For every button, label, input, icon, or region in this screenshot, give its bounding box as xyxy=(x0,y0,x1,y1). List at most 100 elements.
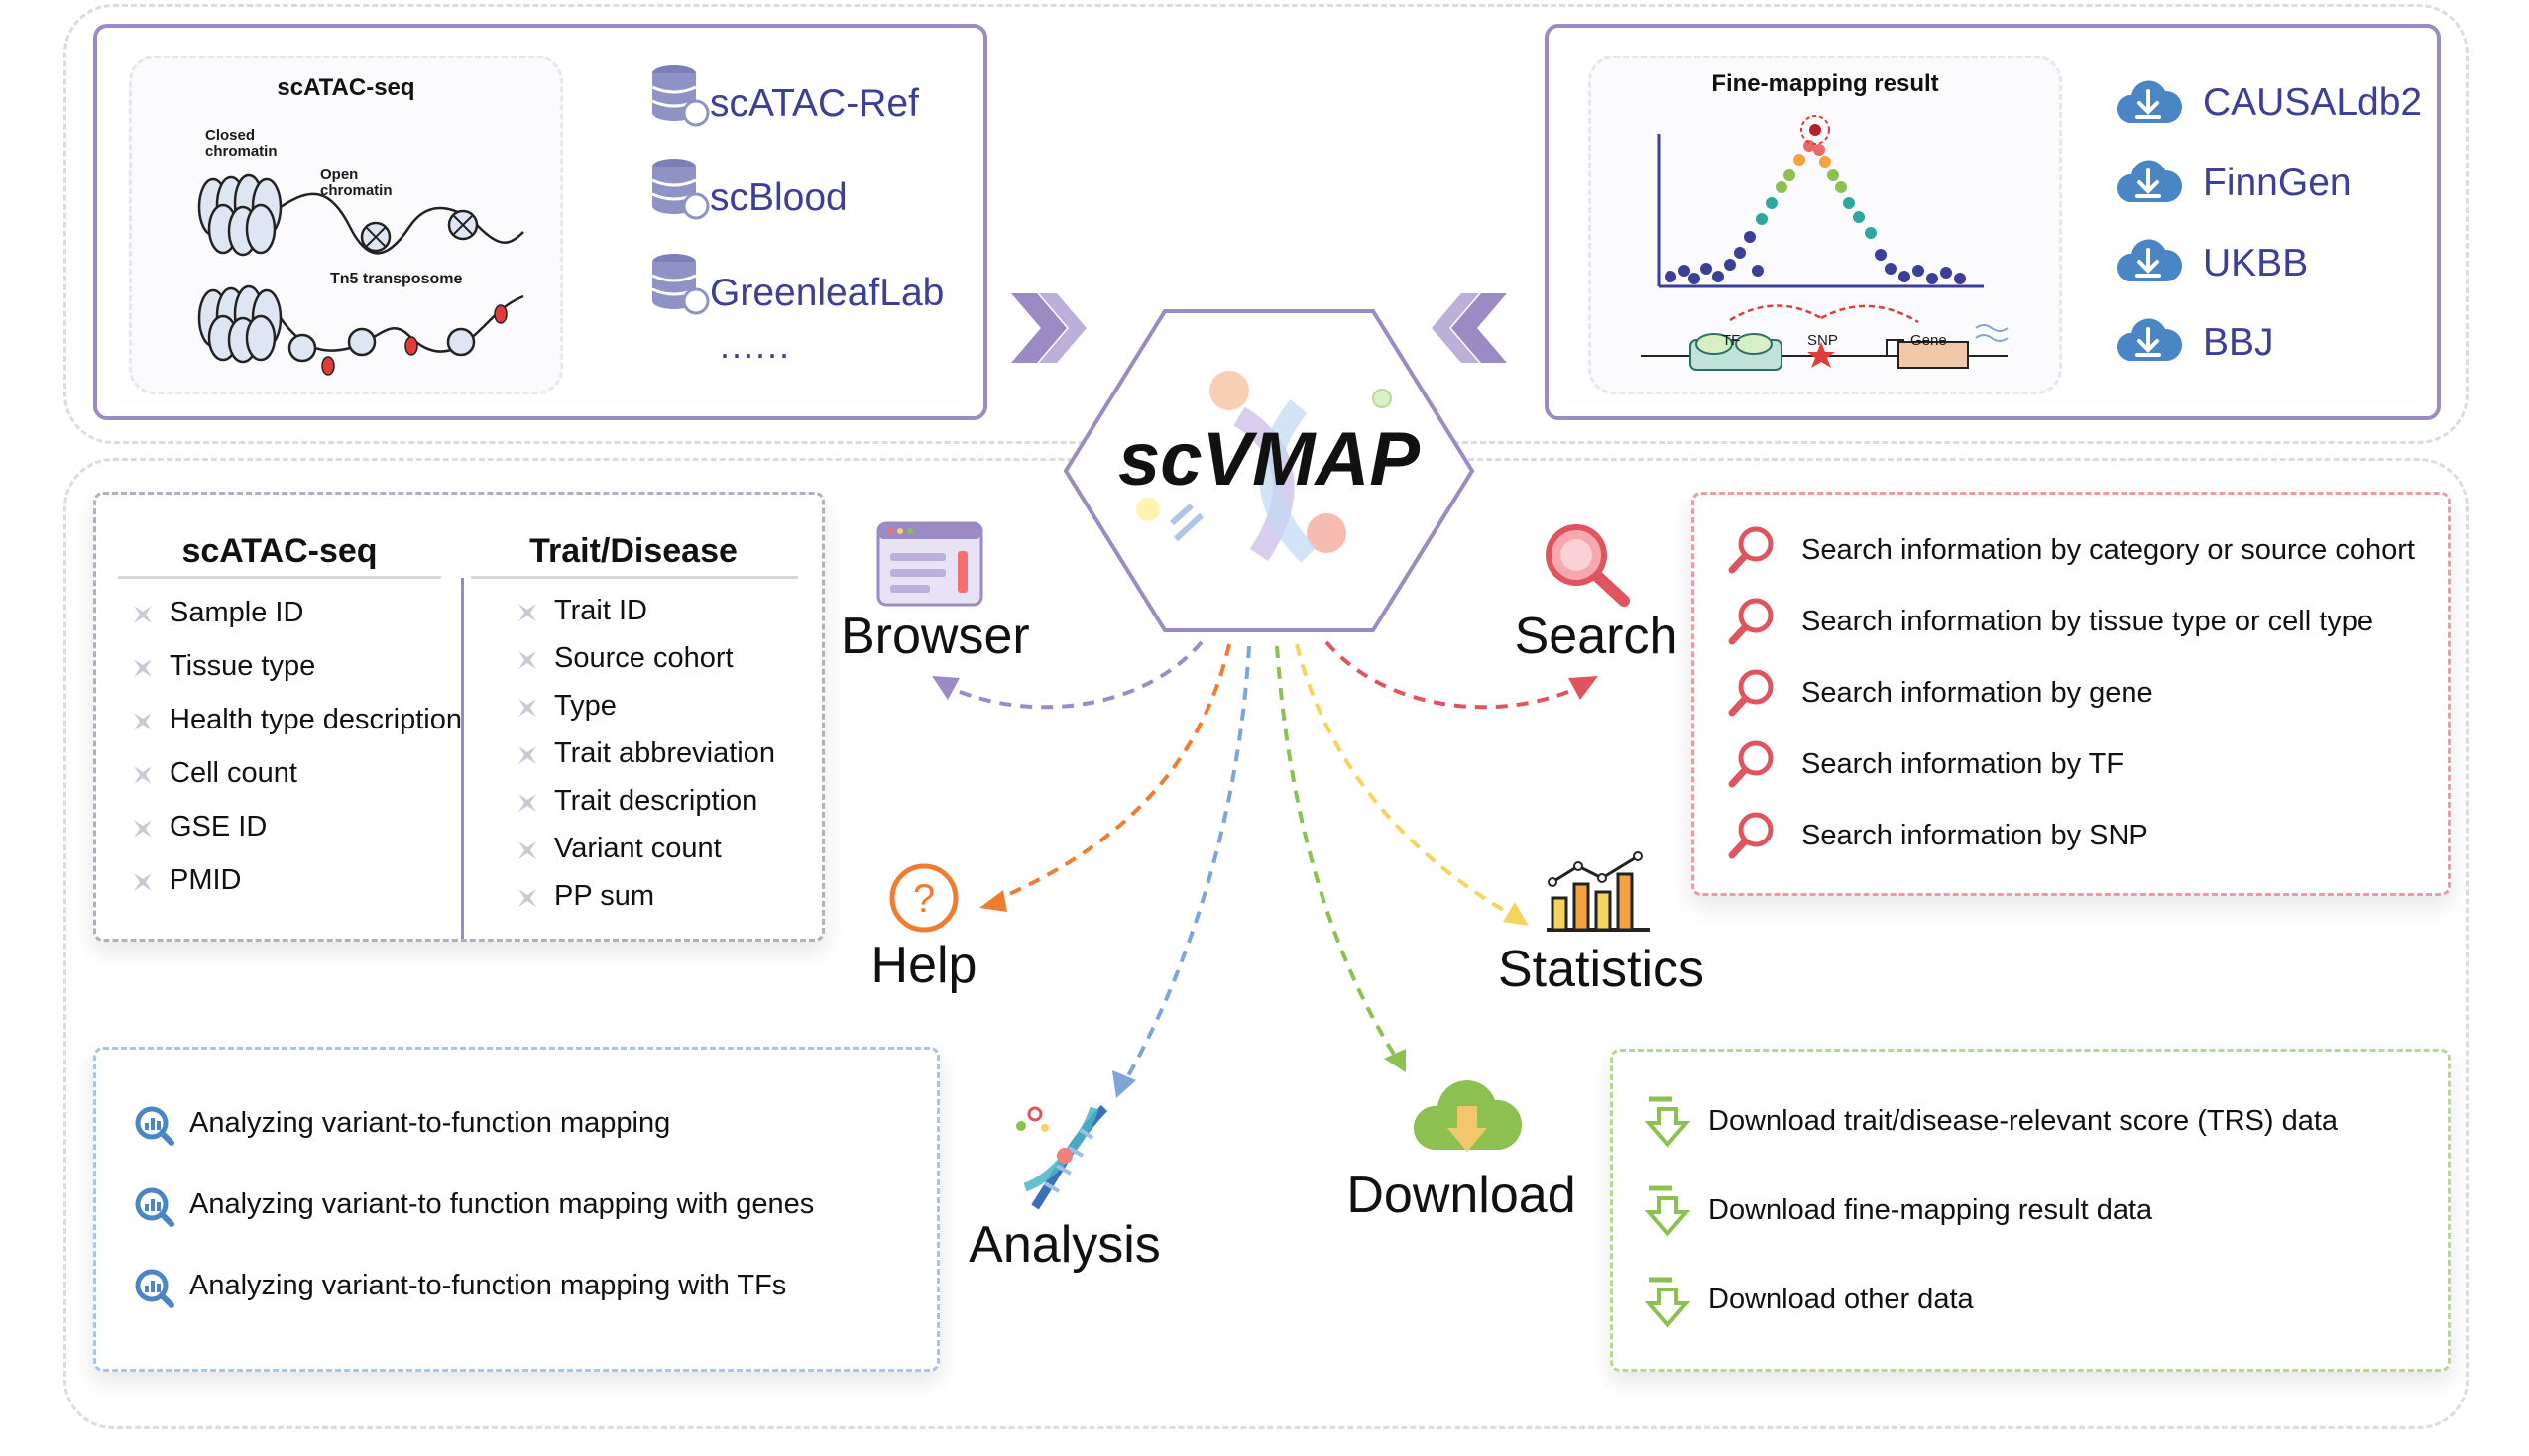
cloud-download-icon xyxy=(2116,318,2183,361)
analysis-option-tfs[interactable]: Analyzing variant-to-function mapping wi… xyxy=(189,1270,787,1301)
download-option-other[interactable]: Download other data xyxy=(1708,1284,1974,1315)
cloud-download-icon xyxy=(2116,80,2183,123)
bullet-icon xyxy=(518,794,536,812)
search-option-category[interactable]: Search information by category or source… xyxy=(1801,534,2415,566)
tf-label: TF xyxy=(1722,332,1741,349)
center-hexagon xyxy=(1063,309,1475,632)
col1-title: scATAC-seq xyxy=(181,532,378,570)
analysis-search-icon xyxy=(135,1187,174,1227)
browser-label[interactable]: Browser xyxy=(841,608,1030,665)
bullet-icon xyxy=(518,746,536,764)
cloud-download-icon xyxy=(2116,160,2183,202)
statistics-icon[interactable] xyxy=(1543,851,1654,934)
source-greenleaflab: GreenleafLab xyxy=(710,272,945,314)
field-pp-sum: PP sum xyxy=(554,880,655,912)
download-arrow-icon xyxy=(1644,1096,1691,1149)
download-options-panel: Download trait/disease-relevant score (T… xyxy=(1610,1049,2451,1372)
source-bbj: BBJ xyxy=(2203,321,2274,364)
snp-label: SNP xyxy=(1807,332,1838,349)
field-cell-count: Cell count xyxy=(170,757,297,789)
search-icon xyxy=(1728,812,1774,859)
download-arrow-icon xyxy=(1644,1277,1691,1329)
bullet-icon xyxy=(134,659,152,677)
chromatin-drawing xyxy=(197,173,524,376)
analysis-option-v2f[interactable]: Analyzing variant-to-function mapping xyxy=(189,1107,671,1139)
field-sample-id: Sample ID xyxy=(170,597,304,628)
source-causaldb2: CAUSALdb2 xyxy=(2203,81,2423,124)
col2-underline xyxy=(471,576,798,579)
analysis-label[interactable]: Analysis xyxy=(969,1216,1161,1274)
source-ukbb: UKBB xyxy=(2203,242,2309,284)
search-option-tf[interactable]: Search information by TF xyxy=(1801,748,2125,780)
illustration-title: scATAC-seq xyxy=(277,74,415,101)
search-options-panel: Search information by category or source… xyxy=(1691,492,2451,896)
analysis-option-genes[interactable]: Analyzing variant-to function mapping wi… xyxy=(189,1188,815,1220)
field-variant-count: Variant count xyxy=(554,833,722,864)
field-type: Type xyxy=(554,690,617,722)
closed-chromatin-label: Closed chromatin xyxy=(205,127,278,160)
bullet-icon xyxy=(134,873,152,891)
search-icon xyxy=(1728,598,1774,645)
field-source-cohort: Source cohort xyxy=(554,642,734,674)
manhattan-plot-drawing xyxy=(1641,115,2009,371)
search-option-tissue[interactable]: Search information by tissue type or cel… xyxy=(1801,606,2374,637)
bullet-icon xyxy=(134,606,152,623)
search-label[interactable]: Search xyxy=(1514,608,1678,665)
bullet-icon xyxy=(134,713,152,730)
browser-fields-panel: scATAC-seq Trait/Disease Sample ID Tissu… xyxy=(93,492,825,942)
illustration-title: Fine-mapping result xyxy=(1711,70,1939,97)
analysis-search-icon xyxy=(135,1269,174,1308)
field-pmid: PMID xyxy=(170,864,242,896)
database-cloud-icon xyxy=(651,159,710,220)
col1-underline xyxy=(118,576,441,579)
field-trait-description: Trait description xyxy=(554,785,758,817)
more-sources: ...... xyxy=(720,325,792,366)
analysis-options-panel: Analyzing variant-to-function mapping An… xyxy=(93,1047,940,1372)
gene-label: Gene xyxy=(1910,332,1947,349)
database-cloud-icon xyxy=(651,254,710,315)
search-option-gene[interactable]: Search information by gene xyxy=(1801,677,2153,709)
help-icon[interactable]: ? xyxy=(888,862,960,934)
col2-title: Trait/Disease xyxy=(529,532,738,570)
download-arrow-icon xyxy=(1644,1185,1691,1238)
download-option-finemapping[interactable]: Download fine-mapping result data xyxy=(1708,1194,2153,1226)
cloud-download-icon[interactable] xyxy=(1412,1066,1523,1162)
chevron-right-icon xyxy=(1011,293,1087,363)
browser-icon[interactable] xyxy=(876,521,983,607)
open-chromatin-label: Open chromatin xyxy=(320,167,393,199)
bullet-icon xyxy=(518,841,536,859)
finemapping-illustration: Fine-mapping result xyxy=(1588,56,2062,394)
bullet-icon xyxy=(518,651,536,669)
database-cloud-icon xyxy=(651,65,710,127)
field-tissue-type: Tissue type xyxy=(170,650,316,682)
source-scatac-ref: scATAC-Ref xyxy=(710,82,919,125)
field-trait-id: Trait ID xyxy=(554,595,647,626)
download-option-trs[interactable]: Download trait/disease-relevant score (T… xyxy=(1708,1105,2339,1137)
field-trait-abbreviation: Trait abbreviation xyxy=(554,737,775,769)
search-icon[interactable] xyxy=(1543,521,1632,607)
tn5-label: Tn5 transposome xyxy=(330,271,463,287)
download-label[interactable]: Download xyxy=(1346,1167,1576,1224)
search-icon xyxy=(1728,669,1774,717)
help-label[interactable]: Help xyxy=(870,937,977,994)
dna-icon[interactable] xyxy=(1005,1098,1124,1217)
bullet-icon xyxy=(518,889,536,907)
search-option-snp[interactable]: Search information by SNP xyxy=(1801,820,2148,851)
svg-text:?: ? xyxy=(913,877,935,921)
scatac-sources-card: scATAC-seq Closed chromatin Open chromat… xyxy=(93,24,987,420)
search-icon xyxy=(1728,740,1774,788)
analysis-search-icon xyxy=(135,1106,174,1146)
bullet-icon xyxy=(134,766,152,784)
finemapping-sources-card: Fine-mapping result xyxy=(1545,24,2441,420)
scatac-illustration: scATAC-seq Closed chromatin Open chromat… xyxy=(129,56,563,394)
center-title: scVMAP xyxy=(1117,417,1421,502)
bullet-icon xyxy=(518,699,536,717)
statistics-label[interactable]: Statistics xyxy=(1497,941,1705,998)
bullet-icon xyxy=(134,820,152,838)
field-gse-id: GSE ID xyxy=(170,811,268,842)
source-finngen: FinnGen xyxy=(2203,162,2352,204)
bullet-icon xyxy=(518,604,536,621)
column-divider xyxy=(461,578,464,939)
cloud-download-icon xyxy=(2116,239,2183,281)
